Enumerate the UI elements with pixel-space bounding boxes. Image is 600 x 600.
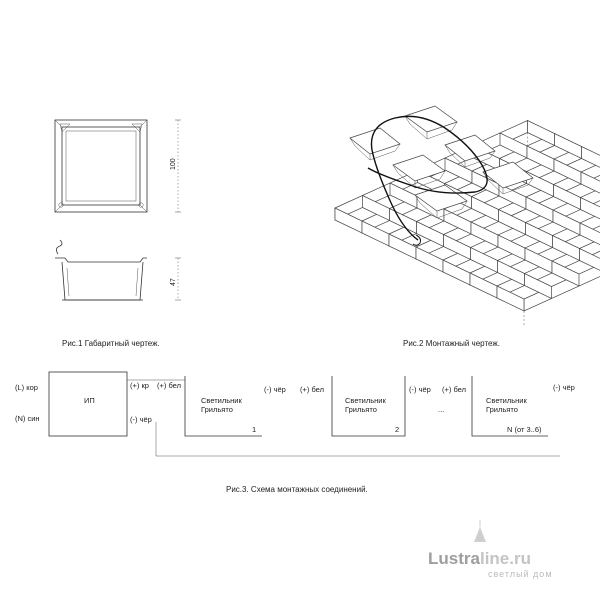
fig2-fixture: [482, 161, 534, 195]
input-live-label: (L) кор: [15, 383, 38, 392]
fig3-caption: Рис.3. Схема монтажных соединений.: [226, 485, 368, 494]
fixture-2-number: 2: [395, 425, 399, 434]
fixture-block-2: Светильник Грильято 2: [331, 376, 406, 437]
fig2-cable-end: [412, 234, 421, 246]
wire-plus-label-2: (+) бел: [300, 385, 324, 394]
fig2-caption: Рис.2 Монтажный чертеж.: [403, 339, 500, 348]
grid-slat: [580, 196, 600, 220]
fig2-fixture: [444, 134, 496, 168]
grid-slat: [580, 171, 600, 194]
fig2-fixture: [349, 127, 401, 161]
fixture-n-number: N (от 3..6): [507, 425, 542, 434]
wire-minus-label-1: (-) чёр: [264, 385, 286, 394]
fixture-1-line1: Светильник: [201, 396, 242, 405]
fig1-dimensional-drawing: 100 47 Рис.1 Габаритный чертеж.: [54, 119, 181, 348]
fig2-fixture: [392, 154, 446, 189]
psu-out-minus-label: (-) чёр: [130, 415, 152, 424]
psu-out-plus-label: (+) кр: [130, 381, 149, 390]
fixture-2-line2: Грильято: [345, 405, 377, 414]
fixture-2-line1: Светильник: [345, 396, 386, 405]
fig2-fixture: [414, 184, 468, 219]
input-neutral-label: (N) син: [15, 414, 40, 423]
fig2-cable: [367, 115, 488, 241]
grid-slat: [524, 272, 552, 300]
fig2-fixture: [404, 105, 458, 140]
fixture-n-line2: Грильято: [486, 405, 518, 414]
fixture-block-n: Светильник Грильято N (от 3..6): [471, 376, 548, 437]
fixture-1-number: 1: [252, 425, 256, 434]
fig2-mounting-drawing: Рис.2 Монтажный чертеж.: [334, 105, 600, 348]
grid-slat: [579, 247, 600, 271]
fig1-dimension-height: 47: [170, 257, 181, 301]
fig2-fixtures: [349, 105, 534, 219]
wire-plus-label-3: (+) бел: [442, 385, 466, 394]
power-supply-box: [48, 371, 128, 437]
fixture-block-1: Светильник Грильято 1: [184, 376, 262, 437]
logo-tagline: светлый дом: [488, 569, 553, 579]
fig1-dim-height-label: 47: [170, 278, 177, 286]
power-supply-label: ИП: [84, 396, 95, 405]
fig3-wiring-diagram: (L) кор (N) син ИП (+) кр (-) чёр (+) бе…: [15, 371, 575, 494]
wire-plus-label-1: (+) бел: [157, 381, 181, 390]
wire-minus-label-3: (-) чёр: [553, 383, 575, 392]
fig1-caption: Рис.1 Габаритный чертеж.: [62, 339, 160, 348]
fixture-n-line1: Светильник: [486, 396, 527, 405]
lustraline-logo: Lustraline.ru светлый дом: [428, 520, 553, 579]
fig1-top-view: [54, 119, 148, 213]
grid-slat: [579, 222, 600, 246]
lamp-logo-icon: [474, 520, 486, 542]
fixture-1-line2: Грильято: [201, 405, 233, 414]
fig1-dim-width-label: 100: [170, 158, 177, 170]
logo-name: Lustraline.ru: [428, 549, 531, 568]
wire-minus-label-2: (-) чёр: [409, 385, 431, 394]
fig1-dimension-width: 100: [170, 119, 181, 213]
chain-ellipsis: ...: [438, 405, 444, 414]
grid-slat: [551, 260, 580, 287]
fig1-side-view: [55, 239, 147, 301]
